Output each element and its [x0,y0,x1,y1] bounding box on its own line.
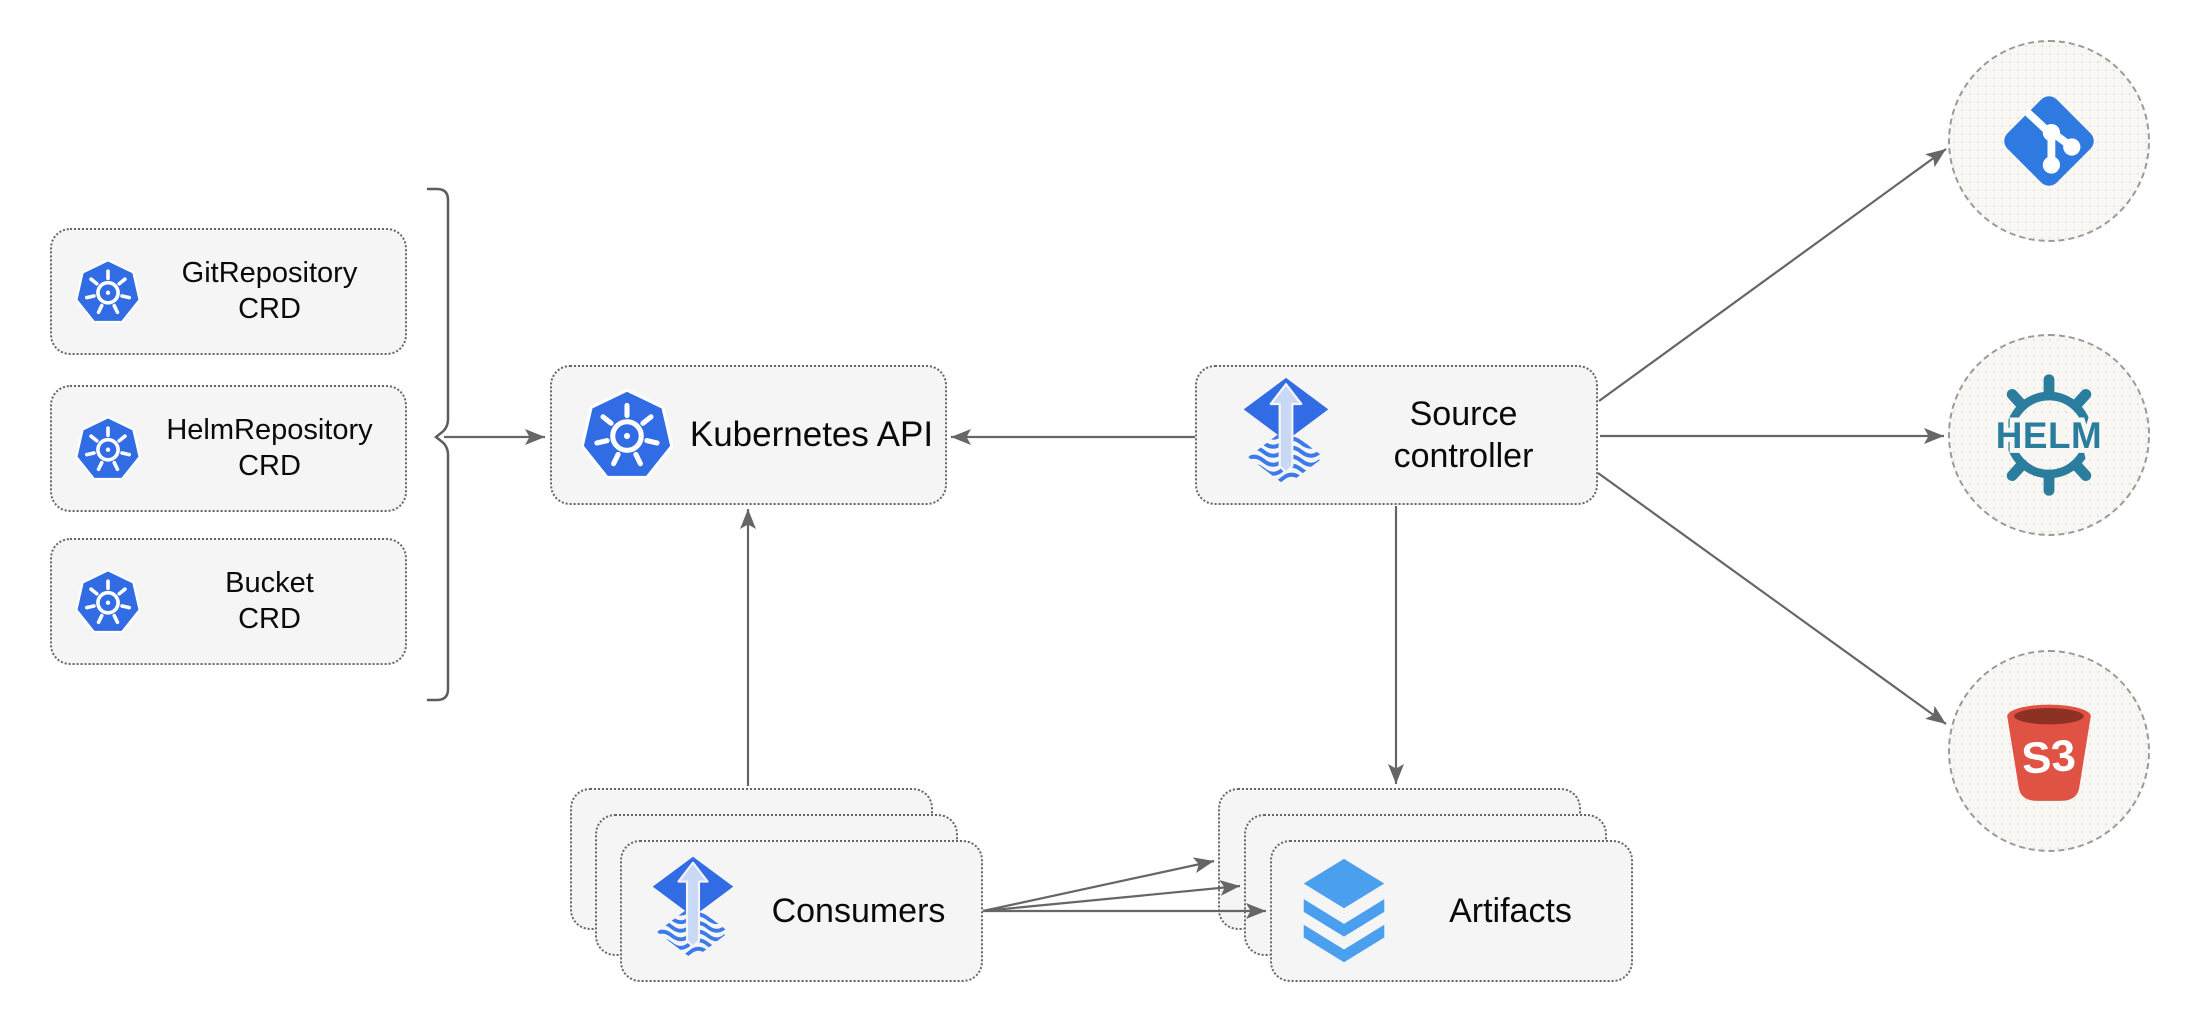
node-bucket-crd: Bucket CRD [50,538,407,665]
node-source-controller: Source controller [1195,365,1598,505]
flux-icon [650,855,736,968]
node-label: Kubernetes API [689,415,934,455]
kubernetes-icon [72,256,144,328]
layers-icon [1298,857,1390,965]
git-icon [1989,81,2109,201]
node-label: Bucket CRD [225,566,314,635]
edge-source-to-git [1598,148,1947,402]
node-artifacts: Artifacts [1270,840,1633,982]
node-label: HelmRepository CRD [166,413,373,482]
kubernetes-icon [72,413,144,485]
node-kubernetes-api: Kubernetes API [550,365,947,505]
crd-group-brace [426,187,450,702]
node-label: GitRepository CRD [181,256,358,325]
node-label: Consumers [771,891,946,930]
edge-source-to-s3 [1597,472,1947,725]
helm-icon [1984,370,2114,500]
s3-bucket-icon [1991,693,2107,809]
node-git [1948,40,2150,242]
edge-consumers-to-artifacts-back [982,857,1215,913]
kubernetes-icon [576,384,678,486]
flux-icon [1241,376,1331,495]
edge-consumers-to-artifacts-middle [982,879,1241,913]
kubernetes-icon [72,566,144,638]
node-gitrepository-crd: GitRepository CRD [50,228,407,355]
node-consumers: Consumers [620,840,983,982]
node-label: Source controller [1393,394,1534,475]
node-label: Artifacts [1449,891,1572,930]
node-s3 [1948,650,2150,852]
node-helmrepository-crd: HelmRepository CRD [50,385,407,512]
node-helm [1948,334,2150,536]
